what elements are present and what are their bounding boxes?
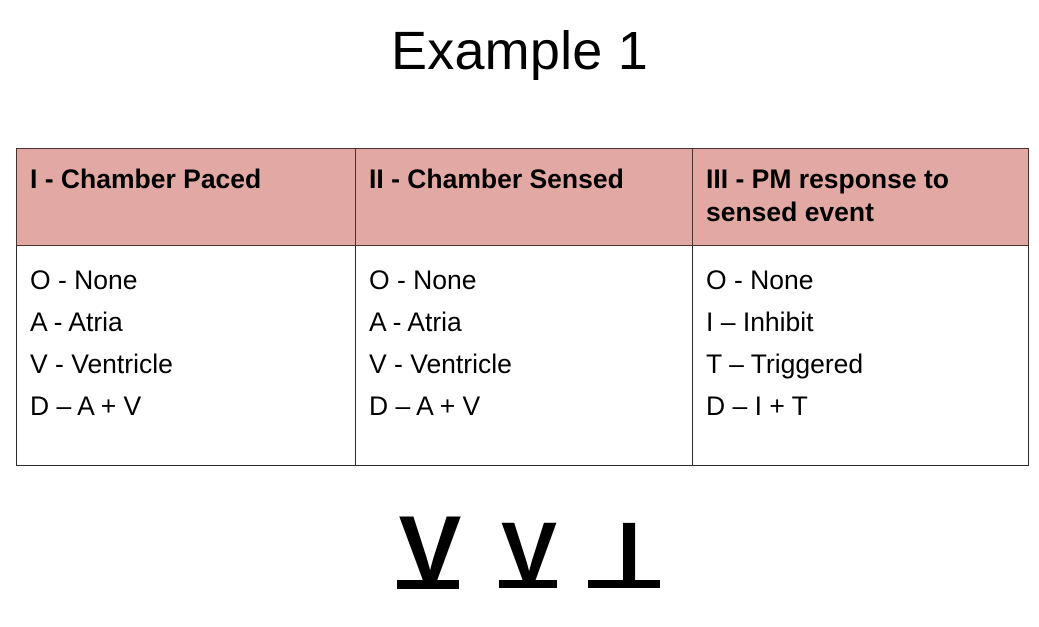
header-cell-pm-response: III - PM response to sensed event xyxy=(692,148,1029,246)
list-item: T – Triggered xyxy=(706,348,864,379)
table-header-row: I - Chamber Paced II - Chamber Sensed II… xyxy=(16,148,1029,246)
list-item: O - None xyxy=(369,265,477,295)
header-cell-chamber-sensed: II - Chamber Sensed xyxy=(355,148,693,246)
option-list-pm-response: O - None I – Inhibit T – Triggered D – I… xyxy=(693,246,1028,427)
header-label-chamber-sensed: II - Chamber Sensed xyxy=(369,164,624,194)
body-cell-pm-response: O - None I – Inhibit T – Triggered D – I… xyxy=(692,245,1029,466)
body-cell-chamber-paced: O - None A - Atria V - Ventricle D – A +… xyxy=(16,245,356,466)
list-item: O - None xyxy=(30,265,138,295)
body-cell-chamber-sensed: O - None A - Atria V - Ventricle D – A +… xyxy=(355,245,693,466)
list-item: V - Ventricle xyxy=(369,348,512,379)
option-list-chamber-paced: O - None A - Atria V - Ventricle D – A +… xyxy=(17,246,355,427)
header-label-pm-response: III - PM response to sensed event xyxy=(706,164,949,228)
answer-underline-2 xyxy=(499,580,557,588)
list-item: D – A + V xyxy=(369,390,481,421)
header-label-chamber-paced: I - Chamber Paced xyxy=(30,164,262,194)
header-cell-chamber-paced: I - Chamber Paced xyxy=(16,148,356,246)
list-item: D – A + V xyxy=(30,390,142,421)
answer-code-row: V V I xyxy=(0,498,1039,598)
list-item: A - Atria xyxy=(369,306,462,337)
page-title: Example 1 xyxy=(391,21,648,81)
answer-letter-3: I xyxy=(617,505,641,599)
answer-underline-1 xyxy=(397,580,459,589)
list-item: I – Inhibit xyxy=(706,306,814,337)
list-item: D – I + T xyxy=(706,390,808,421)
answer-letter-1: V xyxy=(398,496,462,601)
pacemaker-code-table: I - Chamber Paced II - Chamber Sensed II… xyxy=(16,148,1029,466)
table-body-row: O - None A - Atria V - Ventricle D – A +… xyxy=(16,245,1029,466)
list-item: O - None xyxy=(706,265,814,295)
list-item: V - Ventricle xyxy=(30,348,173,379)
answer-underline-3 xyxy=(588,580,660,588)
list-item: A - Atria xyxy=(30,306,123,337)
option-list-chamber-sensed: O - None A - Atria V - Ventricle D – A +… xyxy=(356,246,692,427)
